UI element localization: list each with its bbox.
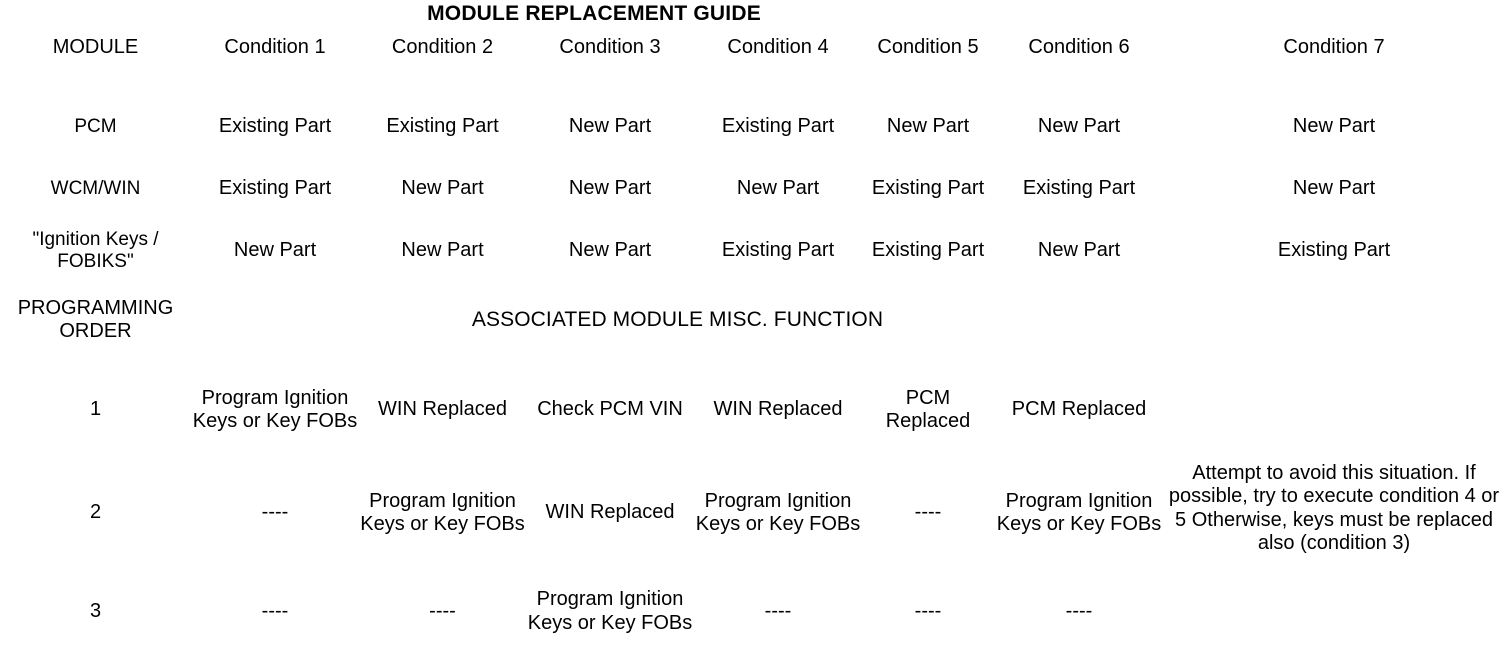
cell-wcmwin-condition-5: Existing Part [871,177,985,200]
cell-keys-condition-4: Existing Part [721,239,835,262]
cell-step2-condition-1: ---- [261,501,289,524]
cell-step1-condition-5: PCM Replaced [885,386,971,432]
page-title: MODULE REPLACEMENT GUIDE [427,2,761,25]
cell-condition-7-note: Attempt to avoid this situation. If poss… [1168,461,1500,554]
cell-pcm-condition-3: New Part [568,115,652,138]
cell-step3-condition-4: ---- [764,599,792,622]
cell-step1-condition-3: Check PCM VIN [537,398,683,421]
cell-step3-condition-6: ---- [1065,599,1093,622]
cell-step3-condition-2: ---- [429,599,456,622]
table-header-row: MODULE Condition 1 Condition 2 Condition… [0,0,1504,96]
cell-step1-condition-6: PCM Replaced [1011,398,1147,421]
table-row: 3 ---- ---- Program Ignition Keys or Key… [0,564,1504,659]
cell-pcm-condition-5: New Part [886,115,970,138]
cell-step1-condition-2: WIN Replaced [378,398,507,421]
programming-order-3: 3 [89,599,102,622]
column-header-condition-7: Condition 7 [1283,36,1385,59]
cell-keys-condition-3: New Part [568,239,652,262]
cell-step1-condition-4: WIN Replaced [713,398,843,421]
cell-pcm-condition-6: New Part [1037,115,1121,138]
cell-pcm-condition-2: Existing Part [386,115,499,138]
section-band-row: PROGRAMMING ORDER ASSOCIATED MODULE MISC… [0,282,1504,358]
cell-step2-condition-3: WIN Replaced [545,501,675,524]
column-header-condition-5: Condition 5 [877,36,979,59]
cell-step3-condition-5: ---- [914,599,942,622]
table-row: 1 Program Ignition Keys or Key FOBs WIN … [0,358,1504,554]
column-header-condition-1: Condition 1 [224,36,326,59]
cell-step1-condition-1: Program Ignition Keys or Key FOBs [192,386,358,432]
column-header-condition-4: Condition 4 [727,36,829,59]
cell-keys-condition-6: New Part [1037,239,1121,262]
column-header-condition-3: Condition 3 [559,36,661,59]
section-label-associated-module-misc-function: ASSOCIATED MODULE MISC. FUNCTION [471,307,884,331]
cell-step2-condition-2: Program Ignition Keys or Key FOBs [360,489,525,535]
cell-wcmwin-condition-7: New Part [1292,177,1376,200]
programming-order-2: 2 [89,501,102,524]
cell-wcmwin-condition-1: Existing Part [218,177,332,200]
column-header-condition-2: Condition 2 [391,36,494,59]
cell-keys-condition-5: Existing Part [871,239,985,262]
table-row: PCM Existing Part Existing Part New Part… [0,96,1504,158]
cell-pcm-condition-1: Existing Part [218,115,332,138]
cell-wcmwin-condition-3: New Part [568,177,652,200]
column-header-module: MODULE [52,36,139,59]
cell-keys-condition-7: Existing Part [1277,239,1391,262]
cell-step2-condition-4: Program Ignition Keys or Key FOBs [695,489,861,535]
row-label-pcm: PCM [74,115,117,137]
cell-wcmwin-condition-4: New Part [736,177,820,200]
table-row: "Ignition Keys / FOBIKS" New Part New Pa… [0,220,1504,282]
section-label-programming-order: PROGRAMMING ORDER [17,296,174,342]
cell-wcmwin-condition-6: Existing Part [1022,177,1136,200]
section-spacer-condition-7 [1164,282,1504,358]
cell-wcmwin-condition-2: New Part [401,177,484,200]
cell-step2-condition-5: ---- [914,501,942,524]
row-label-ignition-keys-fobiks: "Ignition Keys / FOBIKS" [32,228,159,272]
row-label-wcm-win: WCM/WIN [50,177,141,199]
cell-keys-condition-2: New Part [401,239,484,262]
cell-step3-condition-1: ---- [261,599,289,622]
cell-pcm-condition-7: New Part [1292,115,1376,138]
cell-step2-condition-6: Program Ignition Keys or Key FOBs [996,489,1162,535]
cell-pcm-condition-4: Existing Part [721,115,835,138]
table-row: WCM/WIN Existing Part New Part New Part … [0,158,1504,220]
cell-keys-condition-1: New Part [233,239,317,262]
cell-step3-condition-3: Program Ignition Keys or Key FOBs [527,588,693,634]
column-header-condition-6: Condition 6 [1028,36,1130,59]
programming-order-1: 1 [89,398,102,421]
table-row: 2 ---- Program Ignition Keys or Key FOBs… [0,462,1504,564]
